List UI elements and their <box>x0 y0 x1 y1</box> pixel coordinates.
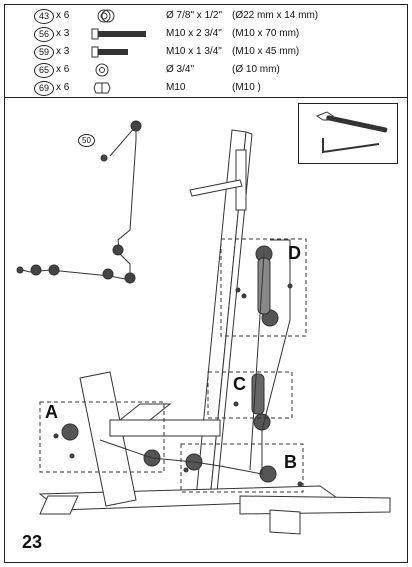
detail-box-a <box>39 401 165 473</box>
parts-list: 43 x 6 Ø 7/8" x 1/2" (Ø22 mm x 14 mm) 56… <box>4 4 408 98</box>
bushing-icon <box>97 9 115 23</box>
part-metric: (M10 x 45 mm) <box>232 46 300 57</box>
part-metric: (Ø22 mm x 14 mm) <box>232 10 319 21</box>
step-label-b: B <box>284 452 297 472</box>
part-metric: (M10 x 70 mm) <box>232 28 300 39</box>
part-qty: x 3 <box>56 28 70 39</box>
wrench-icon <box>315 111 388 133</box>
detail-box-d <box>220 238 307 337</box>
cable-routing-sketch <box>16 120 142 284</box>
part-spec: M10 <box>166 82 186 93</box>
part-row: 65 x 6 Ø 3/4" (Ø 10 mm) <box>4 62 408 80</box>
part-spec: M10 x 2 3/4" <box>166 28 222 39</box>
part-qty: x 6 <box>56 10 70 21</box>
part-number: 43 <box>34 9 54 24</box>
part-row: 69 x 6 M10 (M10 ) <box>4 80 408 98</box>
part-number: 65 <box>34 63 54 78</box>
washer-icon <box>95 63 109 77</box>
part-qty: x 3 <box>56 46 70 57</box>
step-label-a: A <box>45 402 58 422</box>
base-frame <box>38 485 391 535</box>
step-label-c: C <box>233 374 246 394</box>
bolt-short-icon <box>91 46 128 58</box>
cable <box>99 239 291 475</box>
part-row: 43 x 6 Ø 7/8" x 1/2" (Ø22 mm x 14 mm) <box>4 8 408 26</box>
hardware-hints <box>53 283 303 487</box>
part-metric: (M10 ) <box>232 82 261 93</box>
part-number: 59 <box>34 45 54 60</box>
part-spec: Ø 7/8" x 1/2" <box>166 10 223 21</box>
part-callout: 50 <box>78 134 95 147</box>
pulley-group <box>61 245 279 483</box>
part-qty: x 6 <box>56 82 70 93</box>
hex-key-icon <box>322 138 380 154</box>
detail-box-b <box>180 443 304 493</box>
part-number: 56 <box>34 27 54 42</box>
part-qty: x 6 <box>56 64 70 75</box>
page-frame <box>4 4 408 563</box>
part-spec: M10 x 1 3/4" <box>166 46 222 57</box>
part-spec: Ø 3/4" <box>166 64 195 75</box>
part-row: 56 x 3 M10 x 2 3/4" (M10 x 70 mm) <box>4 26 408 44</box>
page-number: 23 <box>22 532 43 552</box>
part-metric: (Ø 10 mm) <box>232 64 280 75</box>
leg-assembly <box>79 371 221 507</box>
part-row: 59 x 3 M10 x 1 3/4" (M10 x 45 mm) <box>4 44 408 62</box>
nut-icon <box>93 82 111 94</box>
detail-box-c <box>207 371 293 419</box>
step-label-d: D <box>288 243 301 263</box>
bolt-long-icon <box>91 28 146 40</box>
tools-box <box>298 103 398 164</box>
part-number: 69 <box>34 81 54 96</box>
